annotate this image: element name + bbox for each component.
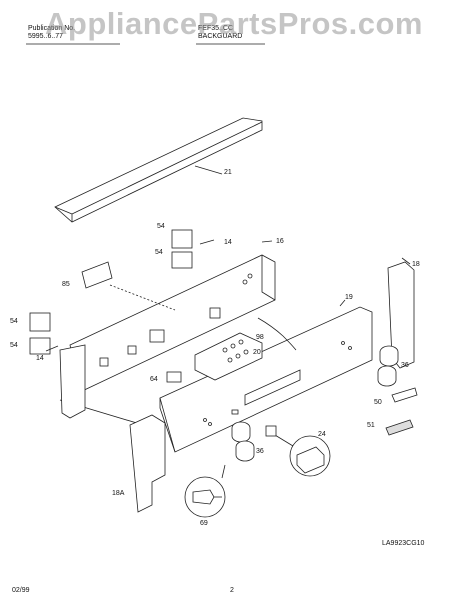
diagram-code: LA9923CG10 <box>382 540 425 547</box>
wire-harness-part <box>257 317 297 351</box>
relay-switch-part <box>171 229 193 249</box>
callout-label: 14 <box>224 239 232 246</box>
terminal-block-part <box>81 261 113 289</box>
model-number: FEF35..CC <box>198 25 234 32</box>
indicator-light-part <box>166 371 182 383</box>
relay-switch-part <box>171 251 193 269</box>
left-end-cap <box>59 344 86 419</box>
callout-label: 54 <box>10 318 18 325</box>
footer-date: 02/99 <box>12 587 30 594</box>
panel-cutout <box>99 357 109 367</box>
callout-label: 18 <box>412 261 420 268</box>
callout-label: 54 <box>10 342 18 349</box>
end-cap-left-part <box>129 414 166 513</box>
callout-label: 51 <box>367 422 375 429</box>
callout-label: 20 <box>253 349 261 356</box>
knob-part <box>235 440 255 462</box>
callout-label: 54 <box>155 249 163 256</box>
section-title: BACKGUARD <box>198 33 243 40</box>
page-number: 2 <box>230 587 234 594</box>
knob-part <box>379 345 399 367</box>
panel-cutout <box>209 307 221 319</box>
screw-part <box>192 489 215 505</box>
publication-number: 5995..6..77 <box>28 33 64 40</box>
knob-part <box>231 421 251 443</box>
callout-label: 69 <box>200 520 208 527</box>
control-board-part <box>194 332 263 381</box>
callout-label: 36 <box>256 448 264 455</box>
callout-label: 21 <box>224 169 232 176</box>
callout-label: 50 <box>374 399 382 406</box>
callout-label: 64 <box>150 376 158 383</box>
backguard-top-trim-part <box>54 117 263 223</box>
publication-label: Publication No. <box>28 25 76 32</box>
display-window <box>244 369 301 406</box>
callout-label: 98 <box>256 334 264 341</box>
screw-part <box>45 345 59 352</box>
button-part <box>391 387 418 403</box>
callout-label: 14 <box>36 355 44 362</box>
callout-label: 18A <box>112 490 125 497</box>
panel-cutout <box>127 345 137 355</box>
relay-switch-part <box>29 337 51 355</box>
grille-part <box>385 419 414 436</box>
callout-label: 24 <box>318 431 326 438</box>
callout-label: 19 <box>345 294 353 301</box>
knob-part <box>377 365 397 387</box>
callout-label: 36 <box>401 362 409 369</box>
callout-label: 85 <box>62 281 70 288</box>
relay-switch-part <box>29 312 51 332</box>
panel-slot <box>231 409 239 415</box>
watermark-logo: AppliancePartsPros.com <box>45 6 423 41</box>
panel-cutout <box>149 329 165 343</box>
callout-label: 16 <box>276 238 284 245</box>
screw-part <box>199 239 215 245</box>
callout-label: 54 <box>157 223 165 230</box>
